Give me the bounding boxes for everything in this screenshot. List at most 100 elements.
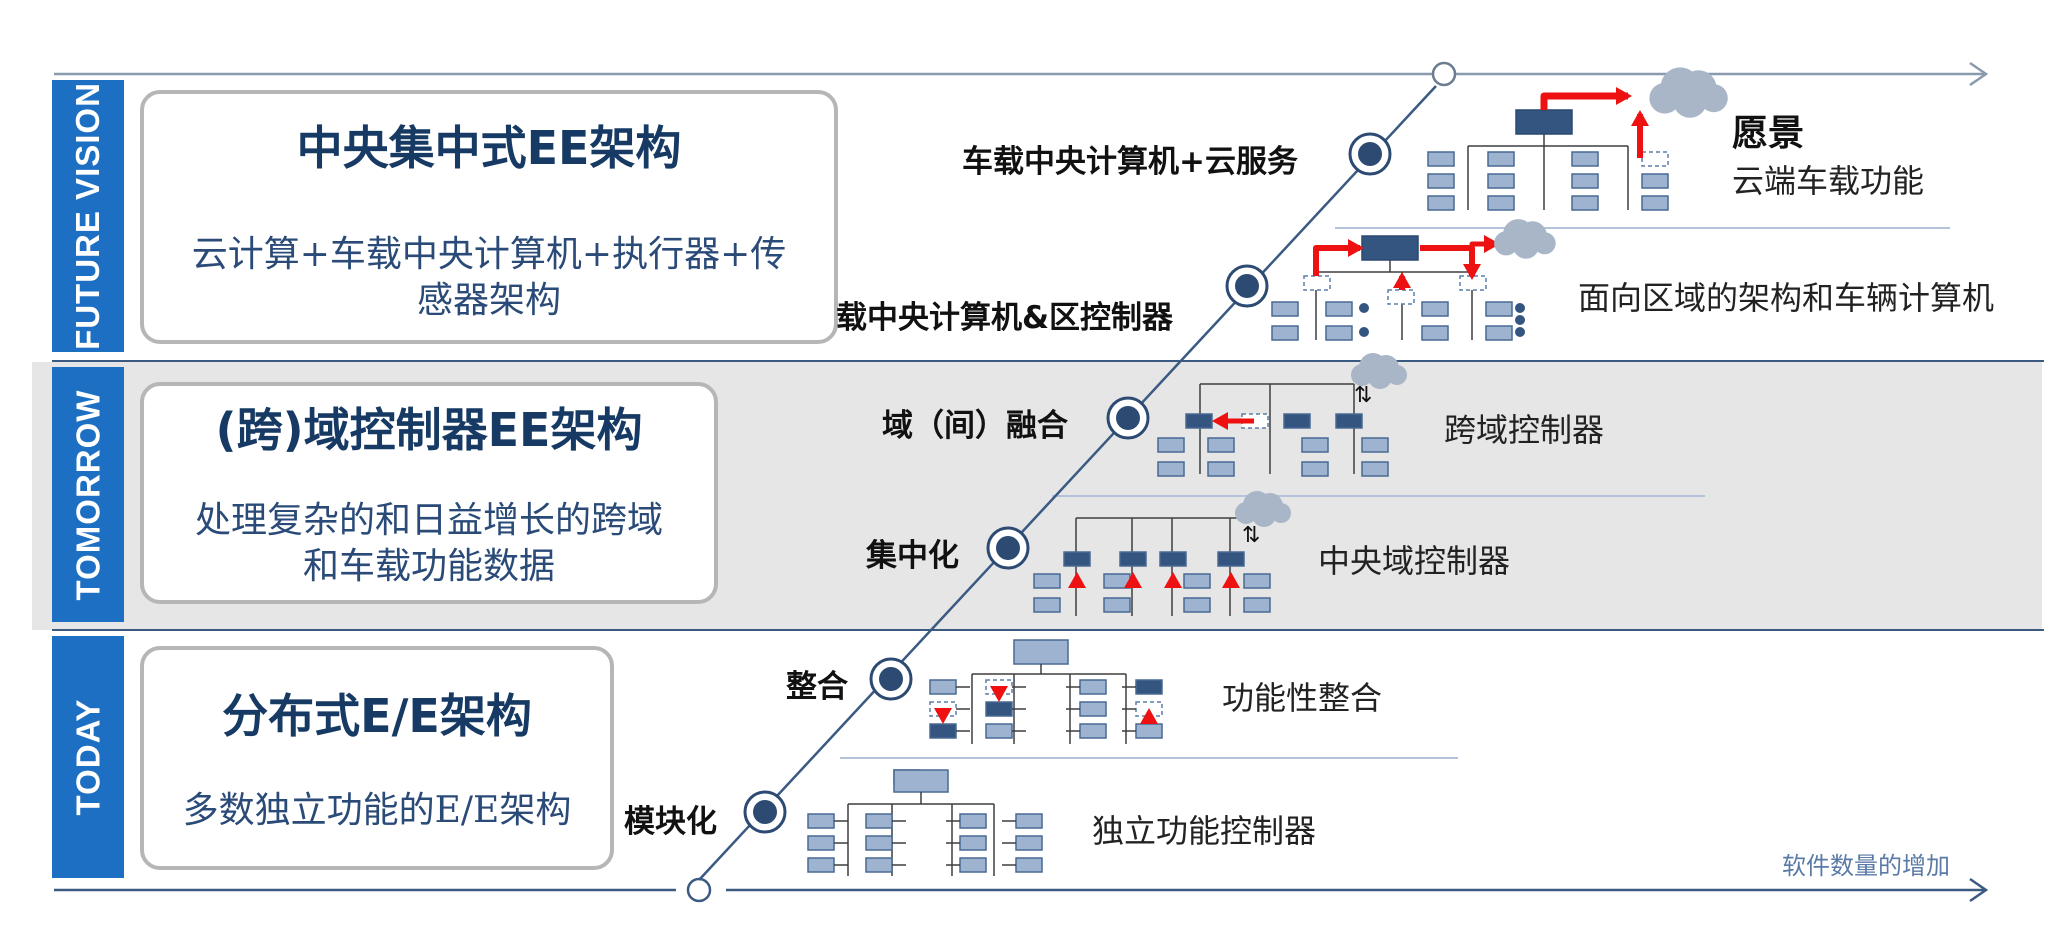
ecu-box xyxy=(1243,573,1271,589)
ecu-box xyxy=(1387,289,1415,305)
ecu-box xyxy=(1301,437,1329,453)
ecu-box xyxy=(1079,723,1107,739)
ecu-box xyxy=(929,723,957,739)
evolution-line xyxy=(698,85,1437,881)
stage-node-dot xyxy=(1235,274,1259,298)
x-axis-label: 软件数量的增加 xyxy=(1782,852,1950,880)
ecu-box xyxy=(807,857,835,873)
red-arrow xyxy=(1313,245,1360,276)
ecu-box xyxy=(1485,301,1513,317)
band-today: TODAY xyxy=(52,636,124,878)
card-central-title: 中央集中式EE架构 xyxy=(296,121,682,175)
card-domain-desc-2: 和车载功能数据 xyxy=(302,546,555,587)
stage-label-centralization: 集中化 xyxy=(866,538,959,574)
stage-nodes xyxy=(743,132,1392,834)
ecu-box xyxy=(1135,723,1163,739)
red-arrow-head xyxy=(1393,272,1411,288)
red-arrow-head xyxy=(1212,412,1228,430)
ecu-box xyxy=(1421,325,1449,341)
card-distributed-title: 分布式E/E架构 xyxy=(222,689,532,743)
red-arrow-head xyxy=(990,686,1008,702)
red-arrow-head xyxy=(1348,239,1364,257)
ecu-box xyxy=(1015,813,1043,829)
ecu-box xyxy=(959,857,987,873)
sensor-dot xyxy=(1359,303,1369,313)
ecu-box xyxy=(1427,173,1455,189)
ecu-box xyxy=(1361,437,1389,453)
signal-icon: ⇅ xyxy=(1242,523,1260,548)
red-arrow-head xyxy=(1140,708,1158,724)
red-arrow-head xyxy=(1616,87,1632,105)
ecu-box xyxy=(959,813,987,829)
vision-title: 愿景 xyxy=(1732,113,1805,154)
ecu-box xyxy=(1571,173,1599,189)
red-arrow-head xyxy=(1164,572,1182,588)
ecu-box xyxy=(1079,679,1107,695)
ecu-box-large xyxy=(1515,109,1573,135)
ecu-box xyxy=(865,813,893,829)
bottom-axis-origin xyxy=(686,877,712,903)
cloud-icon xyxy=(1387,365,1407,385)
red-arrow xyxy=(1540,92,1628,110)
ecu-box xyxy=(1459,275,1487,291)
stage-node-dot xyxy=(753,800,777,824)
ecu-box xyxy=(1571,151,1599,167)
ecu-box xyxy=(1183,573,1211,589)
ecu-box xyxy=(1271,301,1299,317)
red-arrow-head xyxy=(1222,572,1240,588)
red-arrow-head xyxy=(1124,572,1142,588)
ecu-box xyxy=(807,835,835,851)
band-today-label: TODAY xyxy=(69,698,106,816)
ecu-box xyxy=(1427,151,1455,167)
ecu-box xyxy=(1135,679,1163,695)
ecu-box xyxy=(807,813,835,829)
ecu-box xyxy=(1217,551,1245,567)
note-central-domain: 中央域控制器 xyxy=(1318,542,1511,580)
cloud-icon xyxy=(1673,84,1707,118)
cloud-icon xyxy=(1533,232,1556,255)
ecu-box xyxy=(1487,173,1515,189)
ecu-box xyxy=(1243,597,1271,613)
card-distributed-architecture: 分布式E/E架构 多数独立功能的E/E架构 xyxy=(140,646,614,870)
ecu-box xyxy=(1015,835,1043,851)
card-distributed-desc: 多数独立功能的E/E架构 xyxy=(182,790,572,831)
red-arrow-head xyxy=(1484,235,1500,253)
ecu-box xyxy=(1033,597,1061,613)
top-axis-arrow xyxy=(1969,61,1989,87)
ecu-box xyxy=(1063,551,1091,567)
ecu-box xyxy=(985,723,1013,739)
top-axis-origin xyxy=(1431,61,1457,87)
sensor-dot xyxy=(1515,315,1525,325)
card-central-desc-1: 云计算+车载中央计算机+执行器+传 xyxy=(191,234,787,275)
ecu-box xyxy=(865,857,893,873)
ecu-box xyxy=(1427,195,1455,211)
ecu-box xyxy=(1335,413,1363,429)
ecu-box xyxy=(1571,195,1599,211)
ecu-box xyxy=(1159,551,1187,567)
ecu-box xyxy=(1325,325,1353,341)
ecu-box xyxy=(865,835,893,851)
ecu-box xyxy=(1641,195,1669,211)
cloud-icon xyxy=(1512,232,1540,259)
ecu-box xyxy=(1207,437,1235,453)
ecu-box-large xyxy=(1361,235,1419,261)
sensor-dot xyxy=(1515,327,1525,337)
sensor-dot xyxy=(1359,327,1369,337)
stage-label-fusion: 域（间）融合 xyxy=(882,408,1068,444)
ecu-box xyxy=(1421,301,1449,317)
red-arrow-head xyxy=(934,708,952,724)
ecu-box xyxy=(1157,461,1185,477)
ecu-box xyxy=(1361,461,1389,477)
stage-label-zonal: 载中央计算机&区控制器 xyxy=(836,300,1174,336)
architecture-illustrations: ⇅⇅ xyxy=(807,67,1728,876)
ecu-box xyxy=(1487,151,1515,167)
stage-node-dot xyxy=(1116,406,1140,430)
ecu-box xyxy=(929,679,957,695)
ecu-box xyxy=(1079,701,1107,717)
band-future-vision: FUTURE VISION xyxy=(52,80,124,352)
ecu-box-large xyxy=(1013,639,1069,665)
red-arrow-head xyxy=(1631,110,1649,126)
ecu-box-large xyxy=(893,769,949,793)
ecu-box xyxy=(1185,413,1213,429)
ecu-box xyxy=(1303,275,1331,291)
